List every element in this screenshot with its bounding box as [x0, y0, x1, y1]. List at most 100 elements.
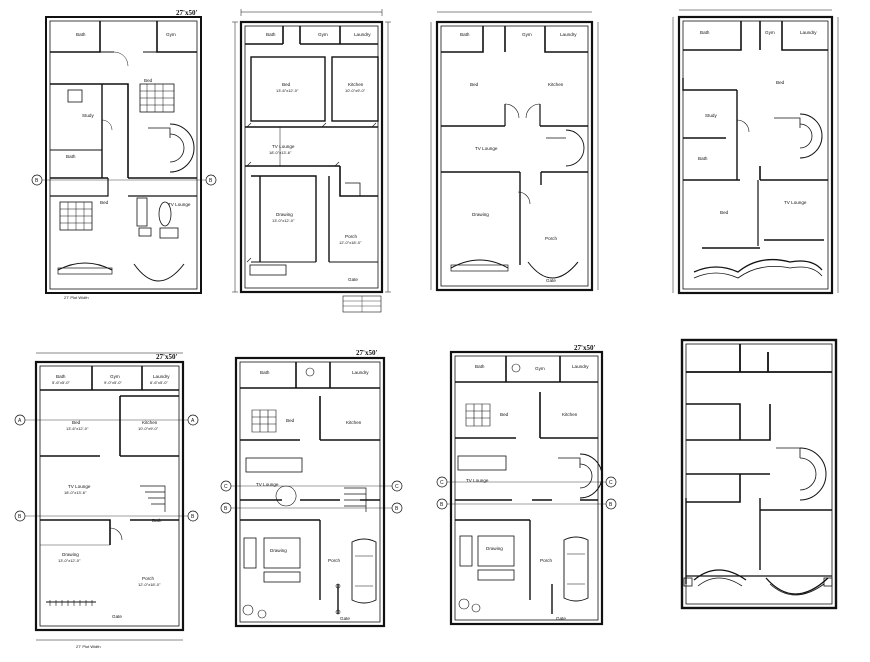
plan5-size-label: 27'x50'	[156, 353, 177, 361]
plan7-grid-c-right: C	[609, 480, 613, 486]
plan2-bath-label: Bath	[266, 32, 276, 37]
plan1-grid-b-left: B	[35, 178, 39, 184]
plan5-gate-label: Gate	[112, 614, 122, 619]
plan4-bed-label: Bed	[776, 80, 785, 85]
plan3-lounge-label: TV Lounge	[475, 146, 498, 151]
plan2-porch-size: 12'-0"x18'-0"	[339, 240, 362, 245]
plan4-lounge-label: TV Lounge	[784, 200, 807, 205]
plan7-drawing-label: Drawing	[486, 546, 503, 551]
plan2-kitchen-size: 10'-0"x9'-0"	[345, 88, 366, 93]
plan4-gym-label: Gym	[765, 30, 775, 35]
plan5-grid-b-right: B	[191, 514, 195, 520]
plan1-bath-label: Bath	[76, 32, 86, 37]
plan5-porch-size: 12'-0"x18'-0"	[138, 582, 161, 587]
plan7-porch-label: Porch	[540, 558, 552, 563]
plan1-bed2-label: Bed	[100, 200, 109, 205]
plan5-porch-label: Porch	[142, 576, 154, 581]
plan7-size-label: 27'x50'	[574, 344, 595, 352]
plan6-drawing-label: Drawing	[270, 548, 287, 553]
plan6-bath-label: Bath	[260, 370, 270, 375]
plan-structural-outline	[680, 338, 838, 610]
plan7-gym-label: Gym	[535, 366, 545, 371]
plan6-grid-c-right: C	[395, 484, 399, 490]
plan5-laundry-label: Laundry	[153, 374, 170, 379]
plan1-grid-b-right: B	[209, 178, 213, 184]
plan7-grid-b-left: B	[440, 502, 444, 508]
plan2-bed-label: Bed	[282, 82, 291, 87]
plan5-laundry-size: 6'-6"x5'-0"	[150, 380, 169, 385]
plan2-gym-label: Gym	[318, 32, 328, 37]
plan5-drawing-label: Drawing	[62, 552, 79, 557]
plan4-bed2-label: Bed	[720, 210, 729, 215]
plan1-bath2-label: Bath	[66, 154, 76, 159]
plan4-study-label: Study	[705, 113, 717, 118]
plan4-bath2-label: Bath	[698, 156, 708, 161]
plan5-bed-size: 13'-6"x12'-0"	[66, 426, 89, 431]
plan6-grid-c-left: C	[224, 484, 228, 490]
plan1-study-label: Study	[82, 113, 94, 118]
plan7-bath-label: Bath	[475, 364, 485, 369]
plan2-lounge-size: 18'-0"x13'-6"	[269, 150, 292, 155]
plan3-bath-label: Bath	[460, 32, 470, 37]
plan1-size-label: 27'x50'	[176, 9, 197, 17]
plan1-lounge-label: TV Lounge	[168, 202, 191, 207]
plan6-grid-b-right: B	[395, 506, 399, 512]
plan6-grid-b-left: B	[224, 506, 228, 512]
plan5-kitchen-label: Kitchen	[142, 420, 158, 425]
plan5-bath-label: Bath	[56, 374, 66, 379]
plan-first-floor-furnished	[31, 16, 217, 294]
plan2-porch-label: Porch	[345, 234, 357, 239]
plan2-bed-size: 13'-6"x12'-0"	[276, 88, 299, 93]
plan5-grid-a-right: A	[191, 418, 195, 424]
plan1-bed-label: Bed	[144, 78, 153, 83]
plan6-laundry-label: Laundry	[352, 370, 369, 375]
plan5-width-note: 27' Plot Width	[76, 644, 101, 649]
plan6-gate-label: Gate	[340, 616, 350, 621]
plan6-size-label: 27'x50'	[356, 349, 377, 357]
plan5-bath2-label: Bath	[152, 518, 162, 523]
plan3-drawing-label: Drawing	[472, 212, 489, 217]
plan2-drawing-label: Drawing	[276, 212, 293, 217]
plan7-laundry-label: Laundry	[572, 364, 589, 369]
plan5-gym-size: 9'-0"x5'-0"	[104, 380, 123, 385]
plan7-kitchen-label: Kitchen	[562, 412, 578, 417]
plan3-bed-label: Bed	[470, 82, 479, 87]
plan2-drawing-size: 13'-0"x12'-0"	[272, 218, 295, 223]
plan4-bath-label: Bath	[700, 30, 710, 35]
plan7-gate-label: Gate	[556, 616, 566, 621]
plan5-grid-b-left: B	[18, 514, 22, 520]
plan1-gym-label: Gym	[166, 32, 176, 37]
plan-first-floor-dimensioned	[672, 9, 839, 295]
plan2-gate-label: Gate	[348, 277, 358, 282]
plan5-lounge-size: 18'-0"x13'-6"	[64, 490, 87, 495]
plan7-lounge-label: TV Lounge	[466, 478, 489, 483]
plan5-grid-a-left: A	[18, 418, 22, 424]
plan7-grid-b-right: B	[609, 502, 613, 508]
plan-ground-floor-furnished-alt	[436, 350, 617, 626]
plan7-grid-c-left: C	[440, 480, 444, 486]
plan5-drawing-size: 13'-0"x12'-0"	[58, 558, 81, 563]
plan3-laundry-label: Laundry	[560, 32, 577, 37]
plan3-kitchen-label: Kitchen	[548, 82, 564, 87]
plan3-gate-label: Gate	[546, 278, 556, 283]
plan-ground-floor-outline	[14, 352, 199, 641]
plan6-lounge-label: TV Lounge	[256, 482, 279, 487]
plan5-kitchen-size: 10'-0"x9'-0"	[138, 426, 159, 431]
plan-ground-floor-dimensioned	[232, 9, 391, 313]
plan3-gym-label: Gym	[522, 32, 532, 37]
plan6-kitchen-label: Kitchen	[346, 420, 362, 425]
plan2-kitchen-label: Kitchen	[348, 82, 364, 87]
plan-ground-floor-furnished	[220, 356, 403, 628]
plan5-bed-label: Bed	[72, 420, 81, 425]
plan3-porch-label: Porch	[545, 236, 557, 241]
plan-ground-floor-layout	[430, 11, 599, 292]
plan6-bed-label: Bed	[286, 418, 295, 423]
plan2-laundry-label: Laundry	[354, 32, 371, 37]
plan7-bed-label: Bed	[500, 412, 509, 417]
plan5-lounge-label: TV Lounge	[68, 484, 91, 489]
plan6-porch-label: Porch	[328, 558, 340, 563]
plan4-laundry-label: Laundry	[800, 30, 817, 35]
plan5-bath-size: 5'-6"x5'-0"	[52, 380, 71, 385]
plan1-width-note: 27' Plot Width	[64, 295, 89, 300]
